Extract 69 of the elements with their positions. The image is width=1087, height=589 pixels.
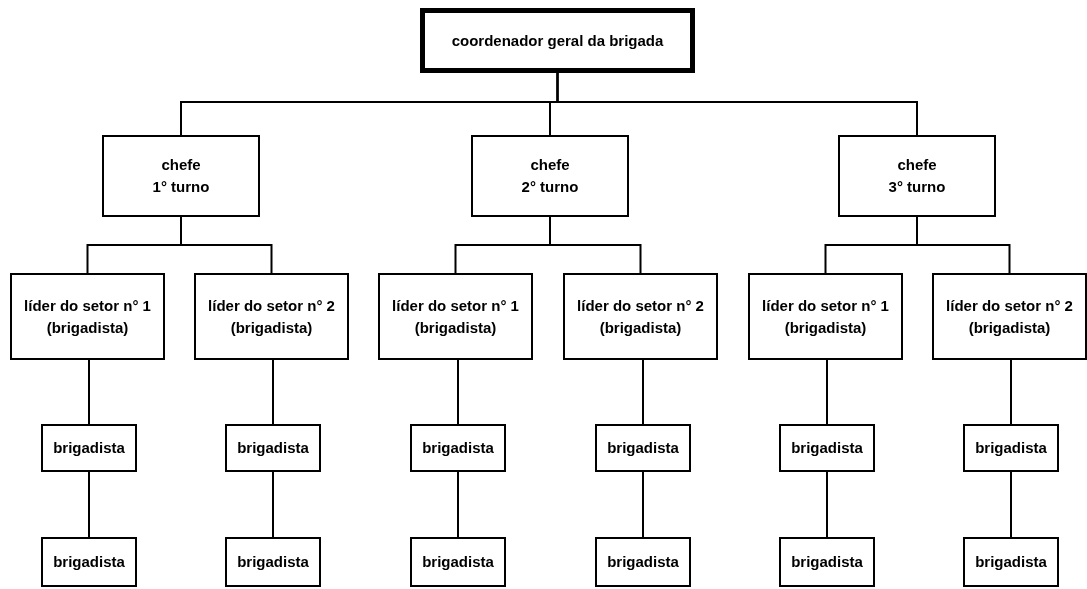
- connector-line: [642, 359, 644, 425]
- connector-line: [457, 471, 459, 538]
- connector-line: [88, 359, 90, 425]
- connector-line: [1010, 471, 1012, 538]
- box-label: brigadista: [237, 438, 309, 458]
- connector-line: [180, 216, 273, 274]
- org-box: [932, 273, 1087, 360]
- org-box: [838, 135, 996, 217]
- box-label: brigadista: [607, 438, 679, 458]
- connector-line: [916, 216, 1011, 274]
- box-label: brigadista: [607, 552, 679, 572]
- box-label: líder do setor n° 1: [762, 295, 889, 316]
- connector-line: [272, 359, 274, 425]
- org-box: [10, 273, 165, 360]
- box-label: coordenador geral da brigada: [451, 30, 664, 51]
- org-box: [410, 537, 506, 587]
- org-box: [595, 537, 691, 587]
- box-label: brigadista: [791, 438, 863, 458]
- box-label: brigadista: [975, 552, 1047, 572]
- box-label: líder do setor n° 1: [24, 295, 151, 316]
- org-box: [41, 537, 137, 587]
- root-box: [420, 8, 695, 73]
- box-label: 3° turno: [888, 177, 946, 197]
- box-label: chefe: [161, 155, 201, 175]
- box-label: (brigadista): [784, 317, 867, 338]
- box-label: (brigadista): [230, 317, 313, 338]
- box-label: (brigadista): [968, 317, 1051, 338]
- box-label: brigadista: [975, 438, 1047, 458]
- org-box: [410, 424, 506, 472]
- connector-line: [457, 359, 459, 425]
- connector-line: [826, 471, 828, 538]
- box-label: líder do setor n° 1: [392, 295, 519, 316]
- org-box: [963, 537, 1059, 587]
- box-label: brigadista: [53, 438, 125, 458]
- box-label: brigadista: [237, 552, 309, 572]
- connector-line: [642, 471, 644, 538]
- org-box: [471, 135, 629, 217]
- box-label: 2° turno: [521, 177, 579, 197]
- org-box: [748, 273, 903, 360]
- box-label: brigadista: [422, 552, 494, 572]
- box-label: chefe: [897, 155, 937, 175]
- org-box: [41, 424, 137, 472]
- org-box: [102, 135, 260, 217]
- connector-line: [88, 471, 90, 538]
- connector-line: [272, 471, 274, 538]
- org-box: [378, 273, 533, 360]
- connector-line: [1010, 359, 1012, 425]
- org-box: [225, 424, 321, 472]
- box-label: (brigadista): [414, 317, 497, 338]
- org-box: [779, 537, 875, 587]
- box-label: (brigadista): [46, 317, 129, 338]
- connector-line: [826, 359, 828, 425]
- box-label: brigadista: [791, 552, 863, 572]
- box-label: líder do setor n° 2: [208, 295, 335, 316]
- box-label: 1° turno: [152, 177, 210, 197]
- box-label: líder do setor n° 2: [577, 295, 704, 316]
- org-box: [595, 424, 691, 472]
- org-box: [963, 424, 1059, 472]
- connector-line: [556, 72, 918, 136]
- connector-line: [549, 216, 642, 274]
- box-label: chefe: [530, 155, 570, 175]
- box-label: brigadista: [53, 552, 125, 572]
- box-label: (brigadista): [599, 317, 682, 338]
- org-box: [563, 273, 718, 360]
- org-box: [225, 537, 321, 587]
- org-box: [194, 273, 349, 360]
- org-box: [779, 424, 875, 472]
- box-label: brigadista: [422, 438, 494, 458]
- box-label: líder do setor n° 2: [946, 295, 1073, 316]
